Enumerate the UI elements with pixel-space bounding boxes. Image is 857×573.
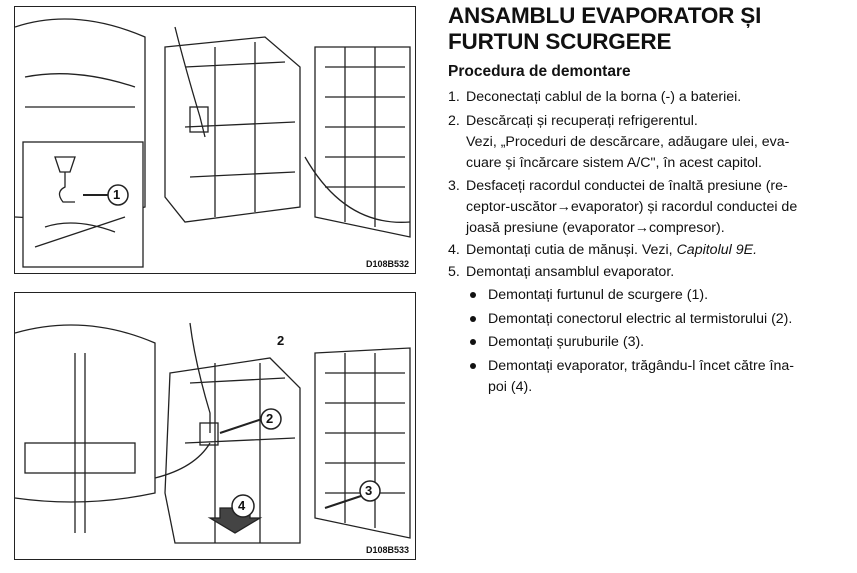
callout-2-top: 2 (277, 333, 285, 348)
bullet-icon (470, 339, 476, 345)
callout-2: 2 (266, 411, 274, 426)
bullet-text: poi (4). (488, 379, 533, 395)
step-text: cuare și încărcare sistem A/C", în acest… (466, 155, 762, 171)
callout-4: 4 (238, 498, 246, 513)
callout-1: 1 (113, 187, 121, 202)
step-number: 2. (448, 113, 460, 129)
step-text: Deconectați cablul de la borna (-) a bat… (466, 89, 742, 105)
title-line: ANSAMBLU EVAPORATOR ȘI (448, 3, 762, 28)
title-line: FURTUN SCURGERE (448, 29, 672, 54)
step-number: 3. (448, 178, 460, 194)
step-text: Desfaceți racordul conductei de înaltă p… (466, 178, 788, 194)
bullet-item: Demontați șuruburile (3). (470, 332, 644, 353)
page-title: ANSAMBLU EVAPORATOR ȘI FURTUN SCURGERE (448, 3, 761, 55)
callout-3: 3 (365, 483, 373, 498)
figure-evaporator-drain-hose: 1 D108B532 (14, 6, 416, 274)
bullet-text: Demontați evaporator, trăgându-l încet c… (488, 358, 794, 374)
step-4: 4. Demontați cutia de mănuși. Vezi, Capi… (448, 240, 757, 261)
bullet-item: Demontați evaporator, trăgându-l încet c… (470, 356, 794, 398)
bullet-text: Demontați furtunul de scurgere (1). (488, 287, 709, 303)
bullet-text: Demontați conectorul electric al termist… (488, 311, 793, 327)
step-number: 4. (448, 242, 460, 258)
bullet-item: Demontați conectorul electric al termist… (470, 309, 792, 330)
step-text: Descărcați și recuperați refrigerentul. (466, 113, 698, 129)
bullet-text: Demontați șuruburile (3). (488, 334, 645, 350)
figure-code: D108B533 (365, 545, 409, 555)
figure-evaporator-removal: 2 2 3 4 D108B533 (14, 292, 416, 560)
bullet-icon (470, 292, 476, 298)
bullet-icon (470, 363, 476, 369)
step-number: 1. (448, 89, 460, 105)
figure-code: D108B532 (365, 259, 409, 269)
chapter-reference: Capitolul 9E. (676, 242, 758, 258)
step-text: Demontați cutia de mănuși. Vezi, (466, 242, 677, 258)
bullet-icon (470, 316, 476, 322)
step-number: 5. (448, 264, 460, 280)
step-text: Vezi, „Proceduri de descărcare, adăugare… (466, 134, 790, 150)
step-5: 5. Demontați ansamblul evaporator. (448, 262, 674, 283)
step-text: joasă presiune (evaporator→compresor). (466, 220, 725, 236)
step-2: 2. Descărcați și recuperați refrigerentu… (448, 111, 789, 174)
step-3: 3. Desfaceți racordul conductei de înalt… (448, 176, 797, 239)
step-text: Demontați ansamblul evaporator. (466, 264, 675, 280)
section-heading: Procedura de demontare (448, 63, 631, 80)
bullet-item: Demontați furtunul de scurgere (1). (470, 285, 708, 306)
step-1: 1. Deconectați cablul de la borna (-) a … (448, 87, 741, 108)
step-text: ceptor-uscător→evaporator) și racordul c… (466, 199, 798, 215)
